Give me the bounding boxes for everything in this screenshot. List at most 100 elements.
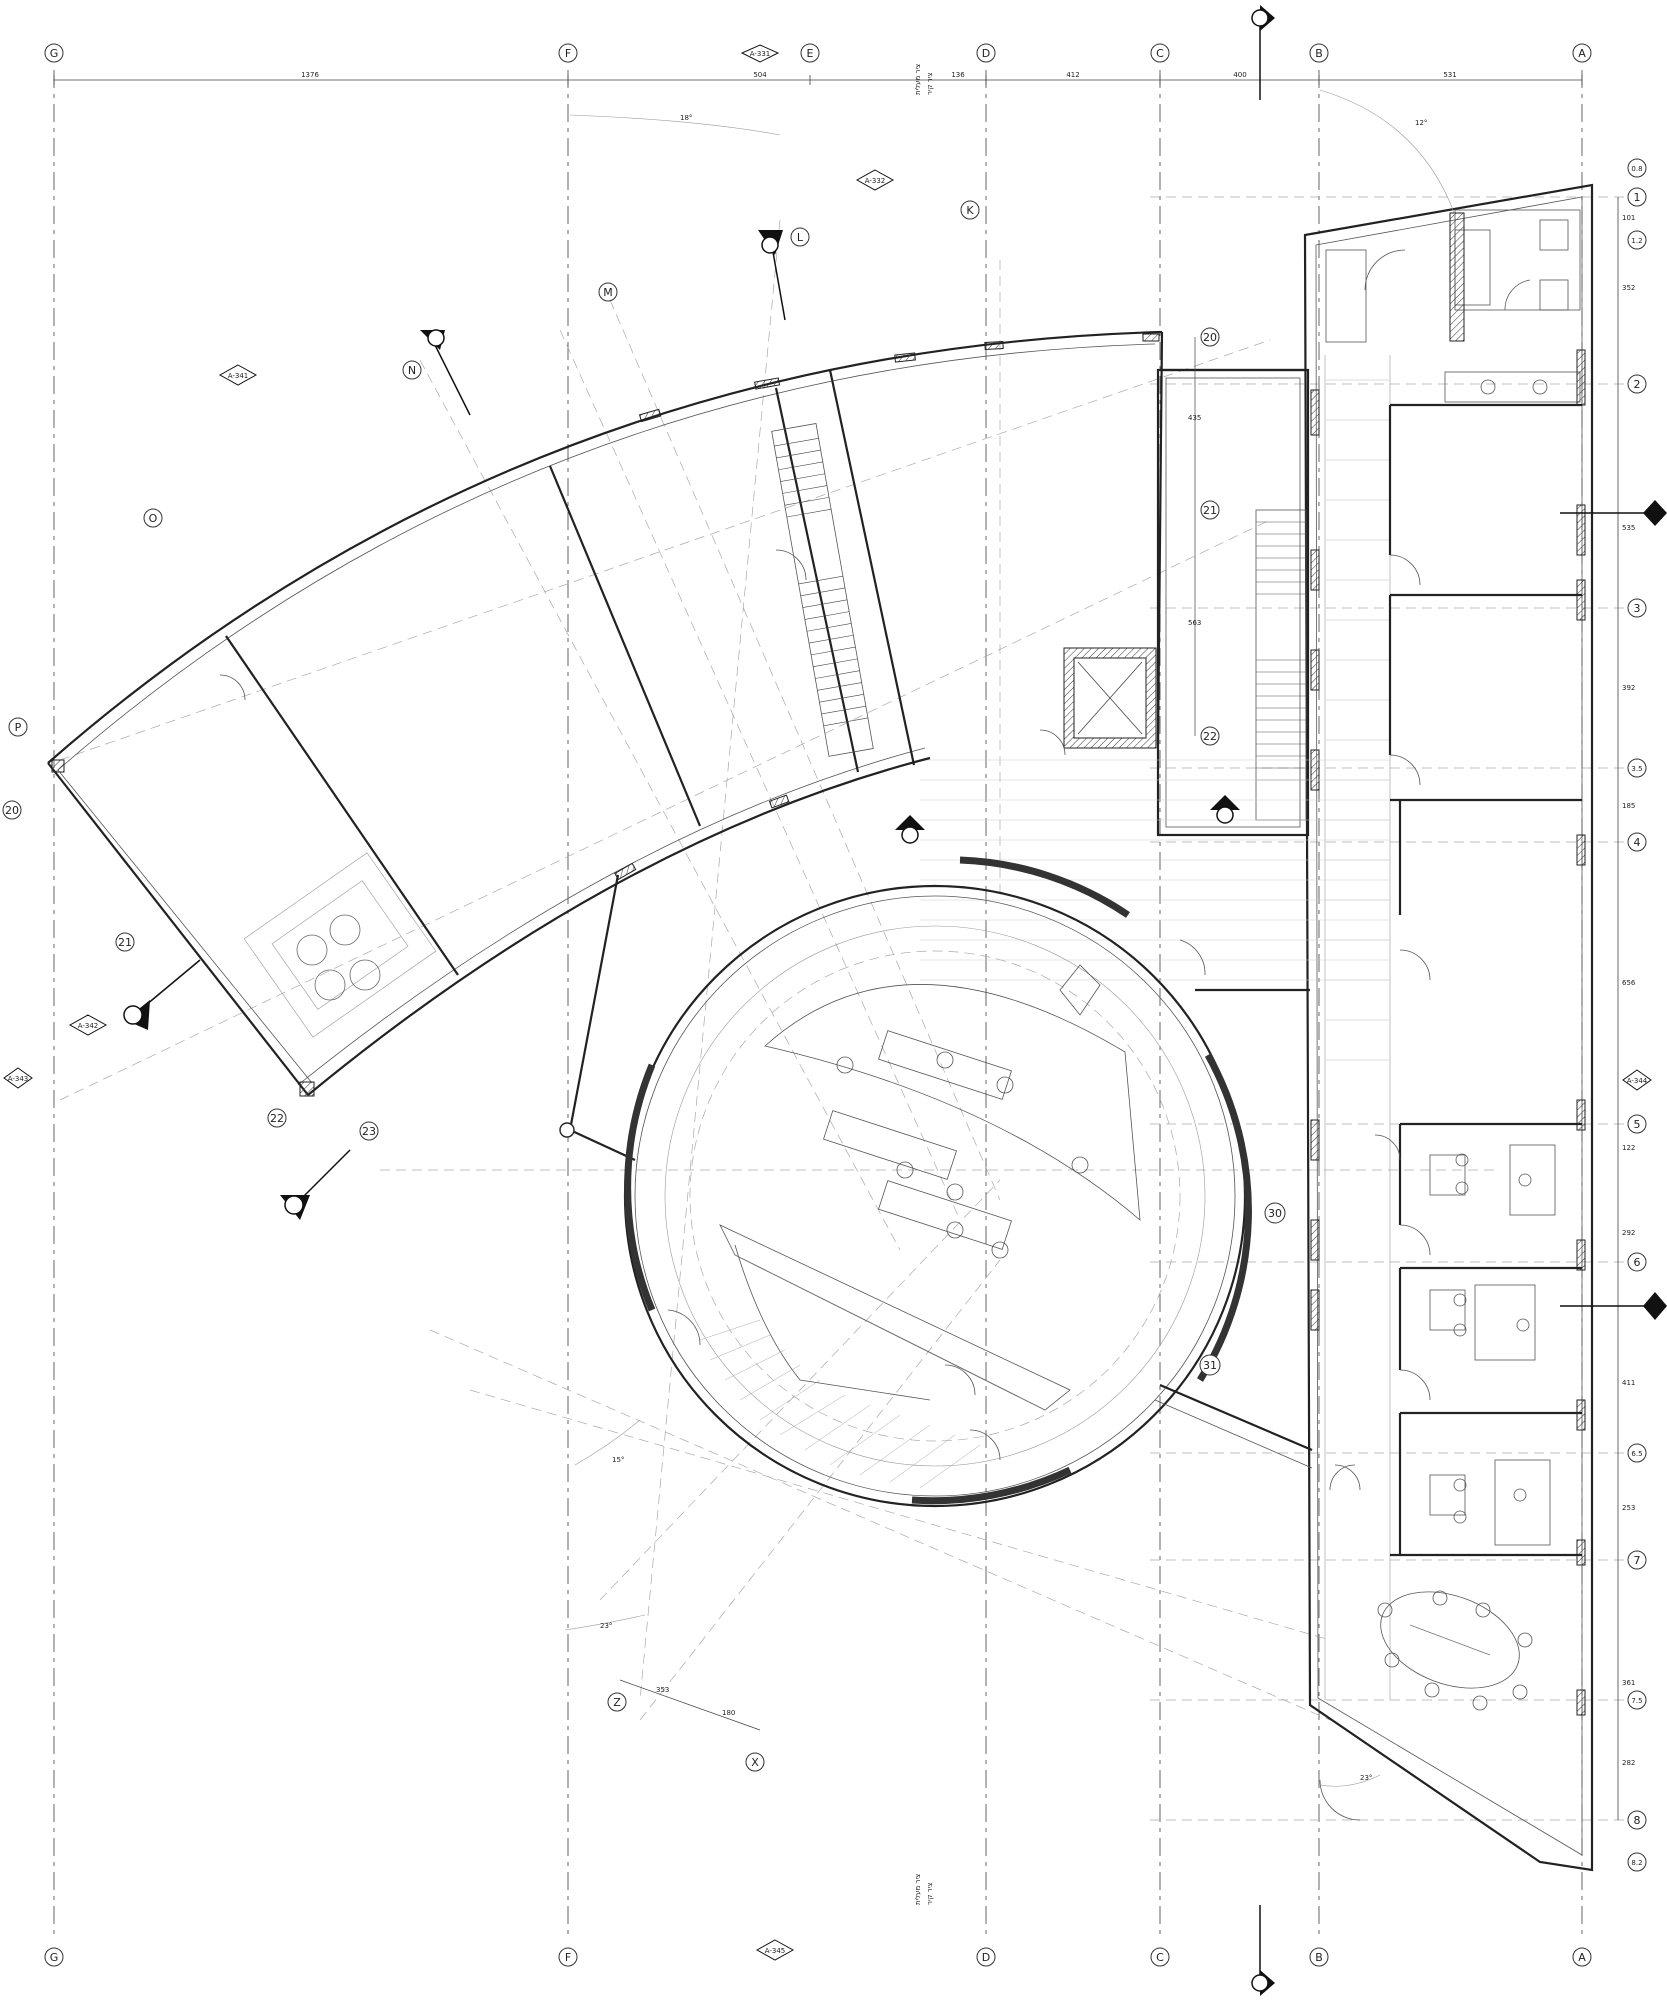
svg-text:282: 282 [1622,1759,1635,1767]
svg-text:ציר מעלית: ציר מעלית [914,64,922,95]
dim-b-a: 531 [1443,71,1456,79]
center-axis-note-bottom: ציר מעלית ציר קיר [914,1874,934,1905]
bottom-wing-bubbles: Z X 353 180 [607,1679,765,1772]
svg-text:1: 1 [1634,191,1641,204]
svg-text:18°: 18° [680,114,692,122]
svg-text:M: M [603,286,613,299]
section-mark-right-b [1560,1292,1667,1320]
grid-bubble-8: 8 [1627,1810,1647,1830]
office-block [1303,183,1594,1872]
svg-text:B: B [1315,1951,1323,1964]
svg-text:21: 21 [118,936,132,949]
tower-grid-bubble-21: 21 [1200,500,1220,520]
elevation-tag-a-345: A-345 [755,1939,795,1961]
grid-bubble-1-2: 1.2 [1627,230,1647,250]
grid-bubble-l: L [790,227,810,247]
west-room-plants [243,852,437,1038]
svg-text:353: 353 [656,1686,669,1694]
svg-text:L: L [797,231,804,244]
svg-text:F: F [565,1951,571,1964]
section-mark-top-center [1251,5,1275,100]
svg-text:30: 30 [1268,1207,1282,1220]
grid-bubble-2: 2 [1627,374,1647,394]
svg-text:C: C [1156,47,1164,60]
grid-bubble-p: P [8,717,28,737]
curved-wing [47,330,1164,1161]
grid-bubble-22-left: 22 [267,1108,287,1128]
bottom-grid-bubbles: G F D C B A [44,1947,1592,1967]
svg-text:E: E [807,47,814,60]
svg-text:31: 31 [1203,1359,1217,1372]
grid-bubble-23: 23 [359,1121,379,1141]
grid-bubble-e-top: E [800,43,820,63]
svg-text:5: 5 [1634,1118,1641,1131]
svg-text:122: 122 [1622,1144,1635,1152]
svg-text:1.2: 1.2 [1631,237,1642,245]
elevation-tag-a-344: A-344 [1622,1069,1652,1091]
svg-text:A-332: A-332 [865,177,886,185]
right-grid-bubbles: 0.8 1 1.2 2 3 3.5 4 5 6 6.5 7 7.5 8 8.2 [1627,158,1647,1872]
section-mark-right-a [1560,500,1667,526]
round-hall: 30 31 [623,856,1313,1508]
grid-bubble-6: 6 [1627,1252,1647,1272]
svg-text:A-341: A-341 [228,372,249,380]
wing-edge-bubbles: 20 21 22 23 [2,800,379,1141]
grid-bubble-20-left: 20 [2,800,22,820]
svg-text:A-345: A-345 [765,1947,786,1955]
svg-text:K: K [966,204,974,217]
grid-bubble-4: 4 [1627,832,1647,852]
grid-bubble-7: 7 [1627,1550,1647,1570]
elevation-tag-a-332: A-332 [855,169,895,191]
svg-text:A-344: A-344 [1627,1077,1648,1085]
circle-grid-bubble-30: 30 [1264,1202,1286,1224]
section-mark-lobby [895,795,1240,844]
section-mark-bottom-center [1251,1905,1275,1996]
svg-text:392: 392 [1622,684,1635,692]
top-dimension-line: 1376 504 136 412 400 531 [53,71,1583,85]
grid-bubble-g-top: G [44,43,64,63]
elevation-tag-a-331: A-331 [740,44,780,63]
conference-table [1377,1590,1533,1711]
elevation-tag-a-343: A-343 [3,1067,33,1089]
grid-bubble-m: M [598,282,618,302]
svg-text:12°: 12° [1415,119,1427,127]
svg-text:656: 656 [1622,979,1636,987]
svg-text:D: D [982,1951,990,1964]
grid-bubble-x: X [745,1752,765,1772]
svg-text:352: 352 [1622,284,1635,292]
svg-text:23°: 23° [600,1622,612,1630]
grid-bubble-8-2: 8.2 [1627,1852,1647,1872]
tower-grid-bubble-20: 20 [1200,327,1220,347]
grid-bubble-c-bottom: C [1150,1947,1170,1967]
grid-bubble-0-8: 0.8 [1627,158,1647,178]
svg-text:20: 20 [5,804,19,817]
grid-bubble-6-5: 6.5 [1627,1443,1647,1463]
svg-text:Z: Z [613,1696,621,1709]
section-mark-wing-d [280,1149,351,1220]
svg-text:C: C [1156,1951,1164,1964]
svg-text:O: O [149,512,158,525]
svg-text:P: P [15,721,22,734]
svg-text:6.5: 6.5 [1631,1450,1642,1458]
svg-text:253: 253 [1622,1504,1635,1512]
grid-bubble-d-bottom: D [976,1947,996,1967]
svg-text:X: X [751,1756,759,1769]
section-mark-wing-a [420,329,471,416]
svg-text:185: 185 [1622,802,1635,810]
grid-bubble-n: N [402,360,422,380]
wing-grid-bubbles: K L M N O P [8,200,980,737]
svg-text:435: 435 [1188,414,1201,422]
central-core: 20 21 22 435 563 [920,327,1390,992]
svg-text:ציר מעלית: ציר מעלית [914,1874,922,1905]
svg-text:7: 7 [1634,1554,1641,1567]
angle-annotations: 18° 12° 15° 23° 23° [564,89,1456,1787]
grid-bubble-f-top: F [558,43,578,63]
svg-text:A-343: A-343 [8,1075,29,1083]
svg-text:20: 20 [1203,331,1217,344]
svg-text:0.8: 0.8 [1631,165,1642,173]
grid-bubble-g-bottom: G [44,1947,64,1967]
svg-text:23: 23 [362,1125,376,1138]
svg-text:A: A [1578,47,1586,60]
svg-text:F: F [565,47,571,60]
